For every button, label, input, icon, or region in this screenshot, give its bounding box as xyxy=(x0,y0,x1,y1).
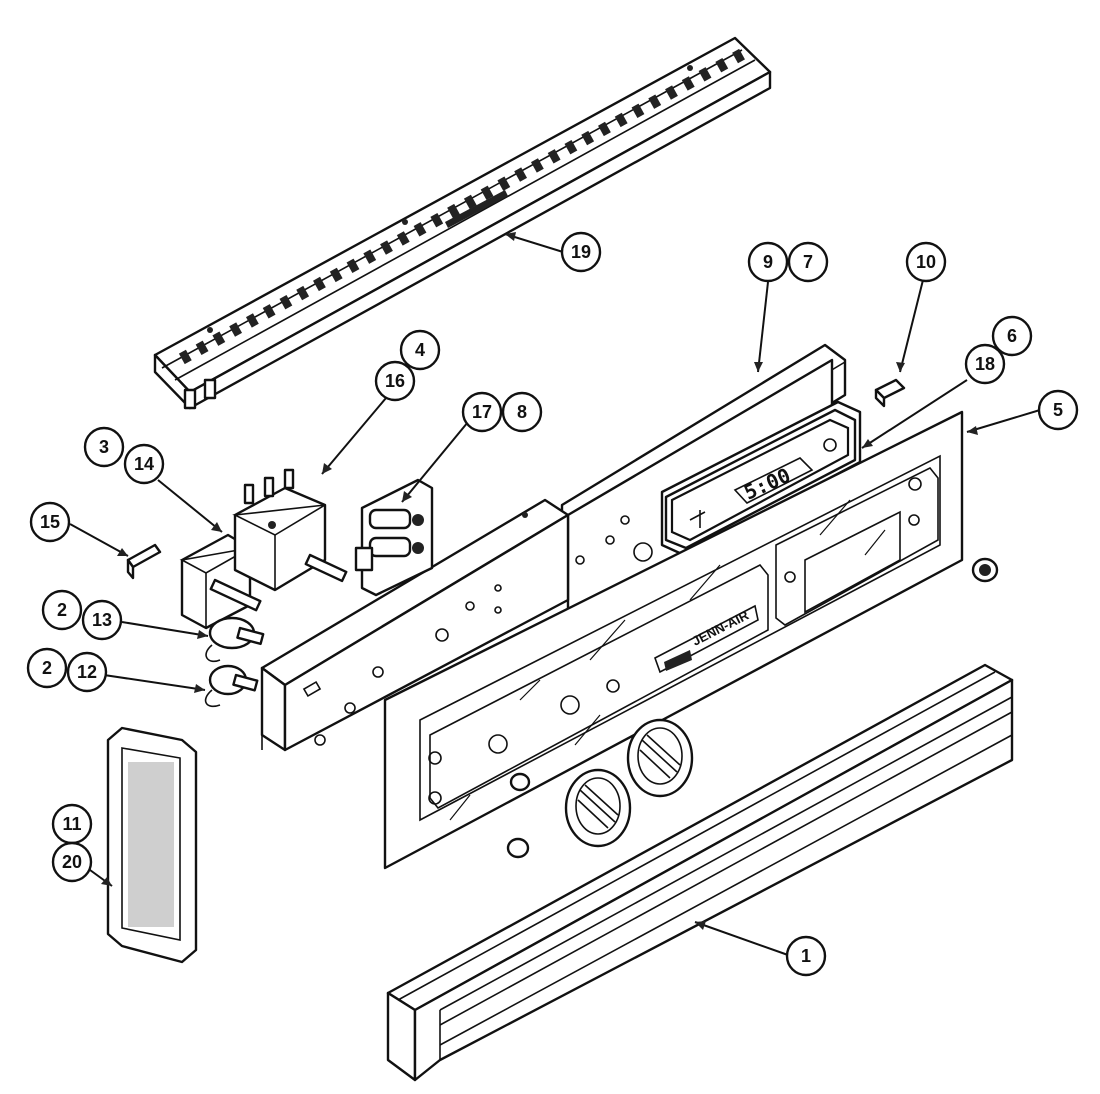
rail-slot xyxy=(547,149,561,164)
rail-slot xyxy=(715,57,729,73)
rail-slot xyxy=(698,67,712,82)
rail-slot xyxy=(581,130,595,146)
rail-slot xyxy=(681,76,695,91)
rail-slot xyxy=(648,94,662,109)
callout-17: 17 xyxy=(461,391,503,433)
callouts: 19 9 7 10 6 18 5 4 xyxy=(26,231,1079,977)
callout-18: 18 xyxy=(964,343,1006,385)
callout-12: 12 xyxy=(66,651,108,693)
small-insert xyxy=(874,378,906,408)
rail-slot xyxy=(178,349,192,365)
switch-part-14 xyxy=(179,533,262,630)
rail-slot xyxy=(212,331,226,346)
rail-slot xyxy=(396,231,410,246)
callout-2-lower: 2 xyxy=(26,647,68,689)
svg-text:5: 5 xyxy=(1053,400,1063,420)
svg-text:14: 14 xyxy=(134,454,154,474)
svg-text:12: 12 xyxy=(77,662,97,682)
svg-text:18: 18 xyxy=(975,354,995,374)
svg-text:19: 19 xyxy=(571,242,591,262)
clock-module: 5:00 xyxy=(660,400,862,557)
rail-slot xyxy=(195,340,209,356)
svg-text:3: 3 xyxy=(99,437,109,457)
rail-slot xyxy=(514,167,528,182)
svg-text:15: 15 xyxy=(40,512,60,532)
callout-16: 16 xyxy=(374,360,416,402)
callout-20: 20 xyxy=(51,841,93,883)
svg-text:6: 6 xyxy=(1007,326,1017,346)
svg-text:8: 8 xyxy=(517,402,527,422)
rail-slot xyxy=(614,112,628,128)
lamp-socket-13 xyxy=(205,616,265,663)
svg-text:1: 1 xyxy=(801,946,811,966)
svg-text:16: 16 xyxy=(385,371,405,391)
rail-slot xyxy=(631,103,645,118)
callout-4: 4 xyxy=(399,329,441,371)
rail-slot xyxy=(463,194,477,210)
rail-slot xyxy=(262,304,276,319)
rail-slot xyxy=(732,48,745,64)
callout-13: 13 xyxy=(81,599,123,641)
rail-slot xyxy=(564,140,578,155)
rail-slot xyxy=(480,185,494,201)
clip xyxy=(126,543,162,580)
rail-slot xyxy=(380,240,393,255)
svg-text:17: 17 xyxy=(472,402,492,422)
rail-slot xyxy=(598,121,611,137)
rail-slots xyxy=(178,48,745,365)
rail-slot xyxy=(413,222,427,237)
rail-slot xyxy=(447,203,460,219)
rail-slot xyxy=(430,212,444,228)
callout-2-upper: 2 xyxy=(41,589,83,631)
svg-text:20: 20 xyxy=(62,852,82,872)
rail-slot xyxy=(245,313,259,328)
svg-text:2: 2 xyxy=(42,658,52,678)
svg-text:11: 11 xyxy=(62,814,81,834)
rail-slot xyxy=(329,267,343,283)
svg-text:4: 4 xyxy=(415,340,425,360)
rail-slot xyxy=(279,295,293,310)
rail-slot xyxy=(530,158,544,173)
callout-6: 6 xyxy=(991,315,1033,357)
callout-19: 19 xyxy=(560,231,602,273)
rail-slot xyxy=(313,276,326,292)
control-knobs xyxy=(506,557,999,859)
top-rail xyxy=(153,36,772,410)
lamp-socket-12 xyxy=(204,664,259,708)
callout-10: 10 xyxy=(905,241,947,283)
svg-text:2: 2 xyxy=(57,600,67,620)
svg-text:7: 7 xyxy=(803,252,813,272)
mounting-bracket xyxy=(260,498,570,752)
callout-5: 5 xyxy=(1037,389,1079,431)
rail-slot xyxy=(346,258,360,273)
rail-slot xyxy=(497,176,511,191)
lens xyxy=(106,726,198,964)
callout-3: 3 xyxy=(83,426,125,468)
callout-11: 11 xyxy=(51,803,93,845)
rail-slot xyxy=(296,285,310,301)
svg-text:13: 13 xyxy=(92,610,112,630)
callout-15: 15 xyxy=(29,501,71,543)
leader-lines xyxy=(69,232,1041,956)
rail-slot xyxy=(229,322,243,337)
bottom-trim xyxy=(386,663,1014,1082)
front-panel: JENN-AIR xyxy=(383,410,964,870)
svg-text:10: 10 xyxy=(916,252,936,272)
switch-part-16 xyxy=(232,468,348,592)
terminal-block xyxy=(354,478,434,597)
callout-9: 9 xyxy=(747,241,789,283)
callout-8: 8 xyxy=(501,391,543,433)
callout-14: 14 xyxy=(123,443,165,485)
callout-7: 7 xyxy=(787,241,829,283)
rail-slot xyxy=(363,249,377,264)
svg-text:9: 9 xyxy=(763,252,773,272)
rail-slot xyxy=(665,85,678,100)
callout-1: 1 xyxy=(785,935,827,977)
